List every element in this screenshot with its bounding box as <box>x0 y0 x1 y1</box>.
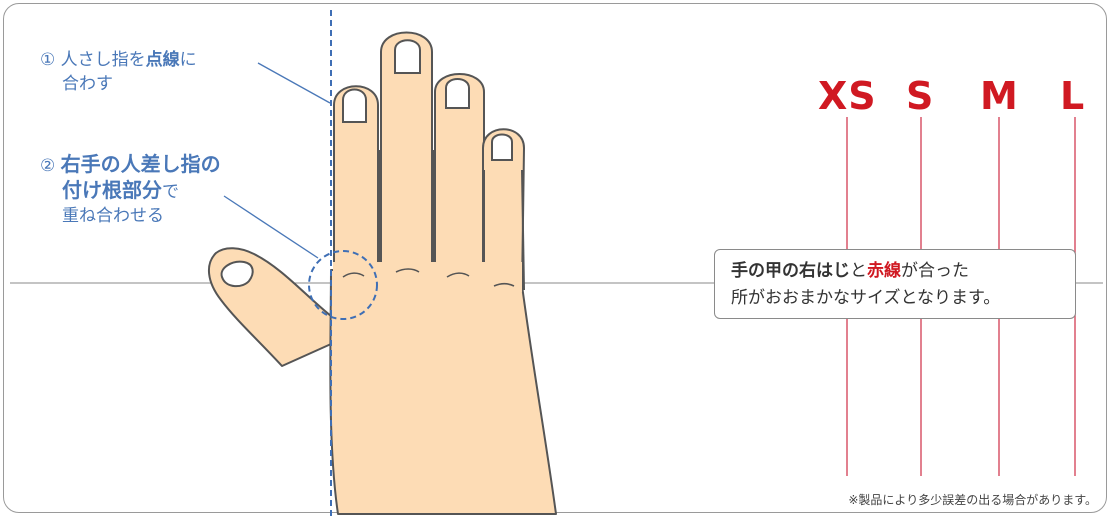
index-base-circle <box>308 250 378 320</box>
palm <box>329 269 557 515</box>
size-label-m: M <box>980 74 1019 118</box>
step1-number: ① <box>40 50 56 70</box>
step1-text-a: 人さし指を <box>60 50 146 70</box>
size-label-s: S <box>906 74 935 118</box>
nail-little <box>491 133 513 161</box>
step1-line2: 合わす <box>62 74 113 94</box>
pointer-line-2 <box>223 195 319 259</box>
step2-number: ② <box>40 156 56 176</box>
step2-text-c: で <box>162 182 179 202</box>
footnote: ※製品により多少誤差の出る場合があります。 <box>848 493 1097 507</box>
callout-red-line-text: 赤線 <box>867 261 901 281</box>
middle-finger <box>380 31 433 291</box>
nails <box>220 39 513 288</box>
nail-index <box>342 88 367 123</box>
nail-middle <box>394 39 421 74</box>
nail-ring <box>445 78 470 109</box>
step1-emphasis: 点線 <box>145 50 180 70</box>
size-label-l: L <box>1060 74 1086 118</box>
callout-line2: 所がおおまかなサイズとなります。 <box>731 288 1001 308</box>
callout-text-a: 手の甲の右はじ <box>731 261 850 281</box>
callout-text-d: が合った <box>901 261 969 281</box>
knuckles <box>342 268 515 287</box>
callout-text-b: と <box>850 261 867 281</box>
size-label-xs: XS <box>818 74 877 118</box>
index-finger <box>333 85 379 291</box>
ring-finger <box>434 73 485 291</box>
nail-thumb <box>220 260 254 288</box>
step2-line3: 重ね合わせる <box>62 206 164 226</box>
hand <box>208 31 557 515</box>
step2-emphasis: 付け根部分 <box>62 178 162 202</box>
step2-text-a: 右手の人差し指の <box>60 152 221 176</box>
step1-text: ① 人さし指を点線に 合わす <box>40 48 197 96</box>
little-finger <box>482 128 525 291</box>
step2-text: ② 右手の人差し指の 付け根部分で 重ね合わせる <box>40 152 221 228</box>
callout-box: 手の甲の右はじと赤線が合った 所がおおまかなサイズとなります。 <box>714 249 1076 319</box>
pointer-line-1 <box>257 62 331 104</box>
step1-text-c: に <box>179 50 197 70</box>
